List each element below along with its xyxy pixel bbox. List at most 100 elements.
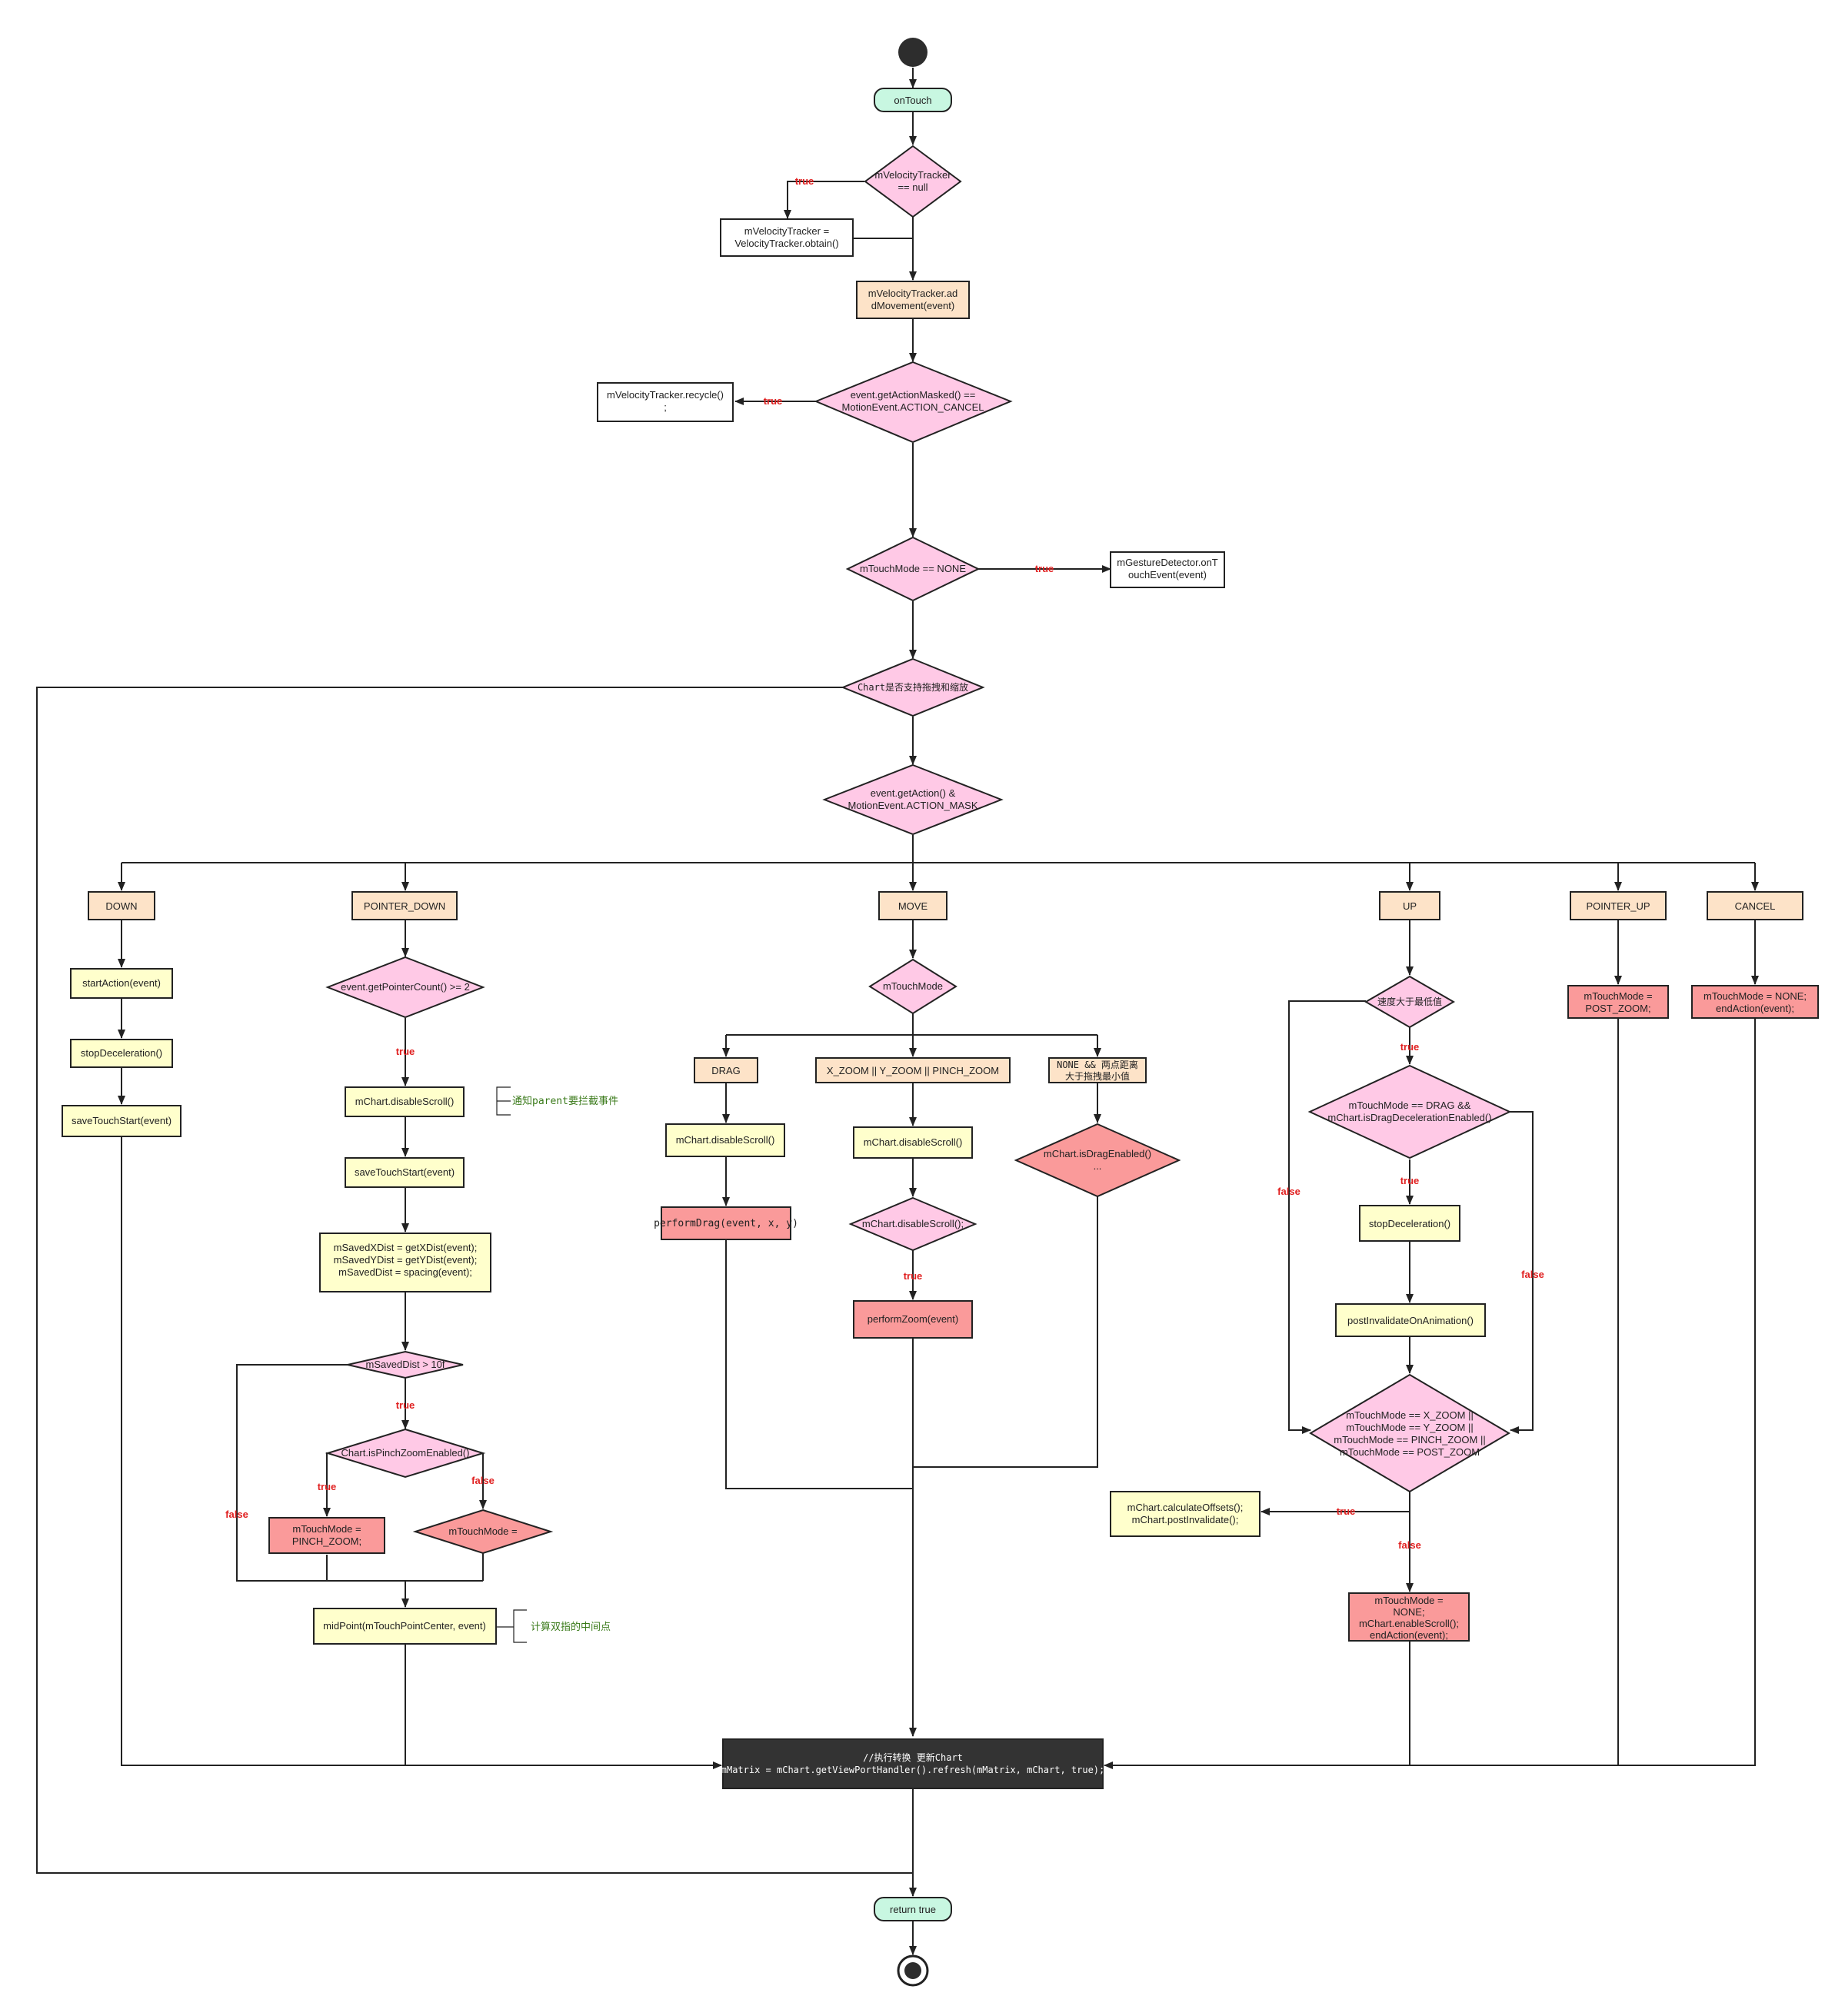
svg-text:stopDeceleration(): stopDeceleration() — [81, 1047, 162, 1059]
edges — [36, 68, 1759, 1955]
svg-text:startAction(event): startAction(event) — [82, 977, 161, 989]
calculate-offsets-node: mChart.calculateOffsets(); mChart.postIn… — [1110, 1491, 1261, 1537]
saved-dist-gt-decision: mSavedDist > 10f — [347, 1350, 464, 1379]
guard-true: true — [318, 1481, 337, 1492]
chart-supports-drag-zoom-decision: Chart是否支持拖拽和缩放 — [841, 657, 985, 717]
pinch-zoom-enabled-decision: Chart.isPinchZoomEnabled() — [325, 1428, 486, 1479]
svg-text:mChart.disableScroll(): mChart.disableScroll() — [676, 1134, 775, 1146]
touch-mode-assign-decision: mTouchMode = — [412, 1509, 554, 1555]
guard-false: false — [1398, 1539, 1421, 1551]
svg-text:mTouchMode = NONE;: mTouchMode = NONE; — [1703, 990, 1807, 1002]
gesture-detector-node: mGestureDetector.onT ouchEvent(event) — [1110, 551, 1225, 588]
start-node — [898, 38, 927, 67]
svg-text:;: ; — [664, 401, 667, 413]
svg-text:mTouchMode == PINCH_ZOOM ||: mTouchMode == PINCH_ZOOM || — [1334, 1434, 1485, 1445]
svg-text:mTouchMode == DRAG &&: mTouchMode == DRAG && — [1349, 1099, 1471, 1111]
svg-text:mVelocityTracker.ad: mVelocityTracker.ad — [868, 288, 958, 299]
guard-false: false — [1521, 1269, 1544, 1280]
zoom-disable-scroll-decision: mChart.disableScroll(); — [848, 1196, 977, 1252]
svg-text:mChart.calculateOffsets();: mChart.calculateOffsets(); — [1127, 1502, 1244, 1513]
svg-text:mTouchMode == NONE: mTouchMode == NONE — [860, 563, 966, 574]
svg-text:NONE && 两点距离: NONE && 两点距离 — [1057, 1059, 1138, 1070]
svg-text:mTouchMode: mTouchMode — [883, 980, 943, 992]
svg-text:saveTouchStart(event): saveTouchStart(event) — [355, 1166, 455, 1178]
svg-text:midPoint(mTouchPointCenter, ev: midPoint(mTouchPointCenter, event) — [323, 1620, 486, 1632]
svg-text:POINTER_UP: POINTER_UP — [1586, 900, 1650, 912]
svg-text:VelocityTracker.obtain(): VelocityTracker.obtain() — [734, 238, 838, 249]
svg-text:mTouchMode == Y_ZOOM ||: mTouchMode == Y_ZOOM || — [1346, 1422, 1473, 1433]
guard-labels: true true true true true false true fals… — [225, 175, 1544, 1551]
svg-text:mSavedXDist = getXDist(event);: mSavedXDist = getXDist(event); — [334, 1242, 478, 1253]
svg-text:mGestureDetector.onT: mGestureDetector.onT — [1117, 557, 1218, 568]
guard-false: false — [471, 1475, 495, 1486]
up-end-action-node: mTouchMode = NONE; mChart.enableScroll()… — [1348, 1592, 1470, 1642]
end-node — [897, 1954, 929, 1987]
svg-text:mVelocityTracker.recycle(): mVelocityTracker.recycle() — [607, 389, 724, 401]
svg-text:performZoom(event): performZoom(event) — [868, 1313, 958, 1325]
up-stop-deceleration-node: stopDeceleration() — [1359, 1205, 1460, 1242]
case-down: DOWN — [88, 891, 155, 920]
svg-text:DOWN: DOWN — [105, 900, 137, 912]
drag-disable-scroll-node: mChart.disableScroll() — [665, 1123, 785, 1157]
svg-text:UP: UP — [1403, 900, 1417, 912]
svg-text:mSavedDist = spacing(event);: mSavedDist = spacing(event); — [338, 1266, 472, 1278]
velocity-tracker-obtain-node: mVelocityTracker = VelocityTracker.obtai… — [720, 218, 854, 257]
drag-deceleration-decision: mTouchMode == DRAG && mChart.isDragDecel… — [1307, 1064, 1512, 1159]
svg-text:mTouchMode =: mTouchMode = — [1374, 1595, 1443, 1606]
post-zoom-node: mTouchMode = POST_ZOOM; — [1567, 985, 1669, 1019]
svg-text:MOVE: MOVE — [898, 900, 928, 912]
guard-true: true — [904, 1270, 923, 1282]
velocity-tracker-null-decision: mVelocityTracker == null — [864, 145, 962, 218]
guard-true: true — [764, 395, 783, 407]
touch-mode-none-decision: mTouchMode == NONE — [845, 536, 981, 602]
velocity-min-decision: 速度大于最低值 — [1364, 975, 1455, 1029]
case-cancel: CANCEL — [1707, 891, 1803, 920]
svg-text:mTouchMode =: mTouchMode = — [448, 1525, 517, 1537]
guard-true: true — [1400, 1041, 1420, 1053]
svg-text:CANCEL: CANCEL — [1735, 900, 1776, 912]
mid-point-node: midPoint(mTouchPointCenter, event) — [313, 1608, 497, 1645]
svg-text:saveTouchStart(event): saveTouchStart(event) — [72, 1115, 172, 1126]
svg-text:mChart.isDragEnabled(): mChart.isDragEnabled() — [1044, 1148, 1151, 1159]
pinch-zoom-mode-node: mTouchMode = PINCH_ZOOM; — [268, 1517, 385, 1554]
svg-text:mChart.isDragDecelerationEnabl: mChart.isDragDecelerationEnabled() — [1327, 1112, 1491, 1123]
svg-text:mChart.postInvalidate();: mChart.postInvalidate(); — [1132, 1514, 1239, 1525]
svg-text:...: ... — [1094, 1160, 1102, 1172]
case-up: UP — [1379, 891, 1440, 920]
guard-true: true — [1035, 563, 1054, 574]
svg-text:postInvalidateOnAnimation(): postInvalidateOnAnimation() — [1347, 1315, 1474, 1326]
svg-text:mTouchMode =: mTouchMode = — [292, 1523, 361, 1535]
svg-text:POINTER_DOWN: POINTER_DOWN — [364, 900, 445, 912]
svg-text:mTouchMode == X_ZOOM ||: mTouchMode == X_ZOOM || — [1346, 1409, 1474, 1421]
perform-drag-node: performDrag(event, x, y) — [654, 1206, 798, 1240]
svg-text:POST_ZOOM;: POST_ZOOM; — [1585, 1003, 1650, 1014]
svg-text:event.getPointerCount() >= 2: event.getPointerCount() >= 2 — [341, 981, 470, 993]
svg-text:ouchEvent(event): ouchEvent(event) — [1128, 569, 1207, 581]
mode-none-drag-node: NONE && 两点距离 大于拖拽最小值 — [1048, 1057, 1147, 1083]
guard-true: true — [396, 1046, 415, 1057]
mode-drag-node: DRAG — [694, 1057, 758, 1083]
mode-zoom-node: X_ZOOM || Y_ZOOM || PINCH_ZOOM — [815, 1057, 1011, 1083]
svg-text:大于拖拽最小值: 大于拖拽最小值 — [1065, 1070, 1130, 1082]
start-action-node: startAction(event) — [70, 968, 173, 999]
svg-text:DRAG: DRAG — [711, 1065, 741, 1076]
case-move: MOVE — [878, 891, 947, 920]
svg-text:event.getAction() &: event.getAction() & — [871, 787, 956, 799]
add-movement-node: mVelocityTracker.ad dMovement(event) — [856, 281, 970, 319]
svg-text:event.getActionMasked() ==: event.getActionMasked() == — [851, 389, 976, 401]
return-true-node: return true — [874, 1897, 952, 1921]
svg-text:onTouch: onTouch — [894, 95, 931, 106]
guard-true: true — [1400, 1175, 1420, 1186]
svg-text:mVelocityTracker =: mVelocityTracker = — [744, 225, 829, 237]
svg-text:速度大于最低值: 速度大于最低值 — [1377, 996, 1442, 1007]
svg-text:mVelocityTracker: mVelocityTracker — [874, 169, 951, 181]
note-parent-intercept: 通知parent要拦截事件 — [512, 1095, 618, 1107]
svg-text:mChart.enableScroll();: mChart.enableScroll(); — [1359, 1618, 1459, 1629]
svg-text:NONE;: NONE; — [1393, 1606, 1424, 1618]
refresh-matrix-node: //执行转换 更新Chart mMatrix = mChart.getViewP… — [721, 1738, 1104, 1789]
ontouch-node: onTouch — [874, 88, 952, 112]
guard-false: false — [1277, 1186, 1300, 1197]
svg-text:mChart.disableScroll(): mChart.disableScroll() — [864, 1136, 963, 1148]
svg-text:endAction(event);: endAction(event); — [1716, 1003, 1794, 1014]
